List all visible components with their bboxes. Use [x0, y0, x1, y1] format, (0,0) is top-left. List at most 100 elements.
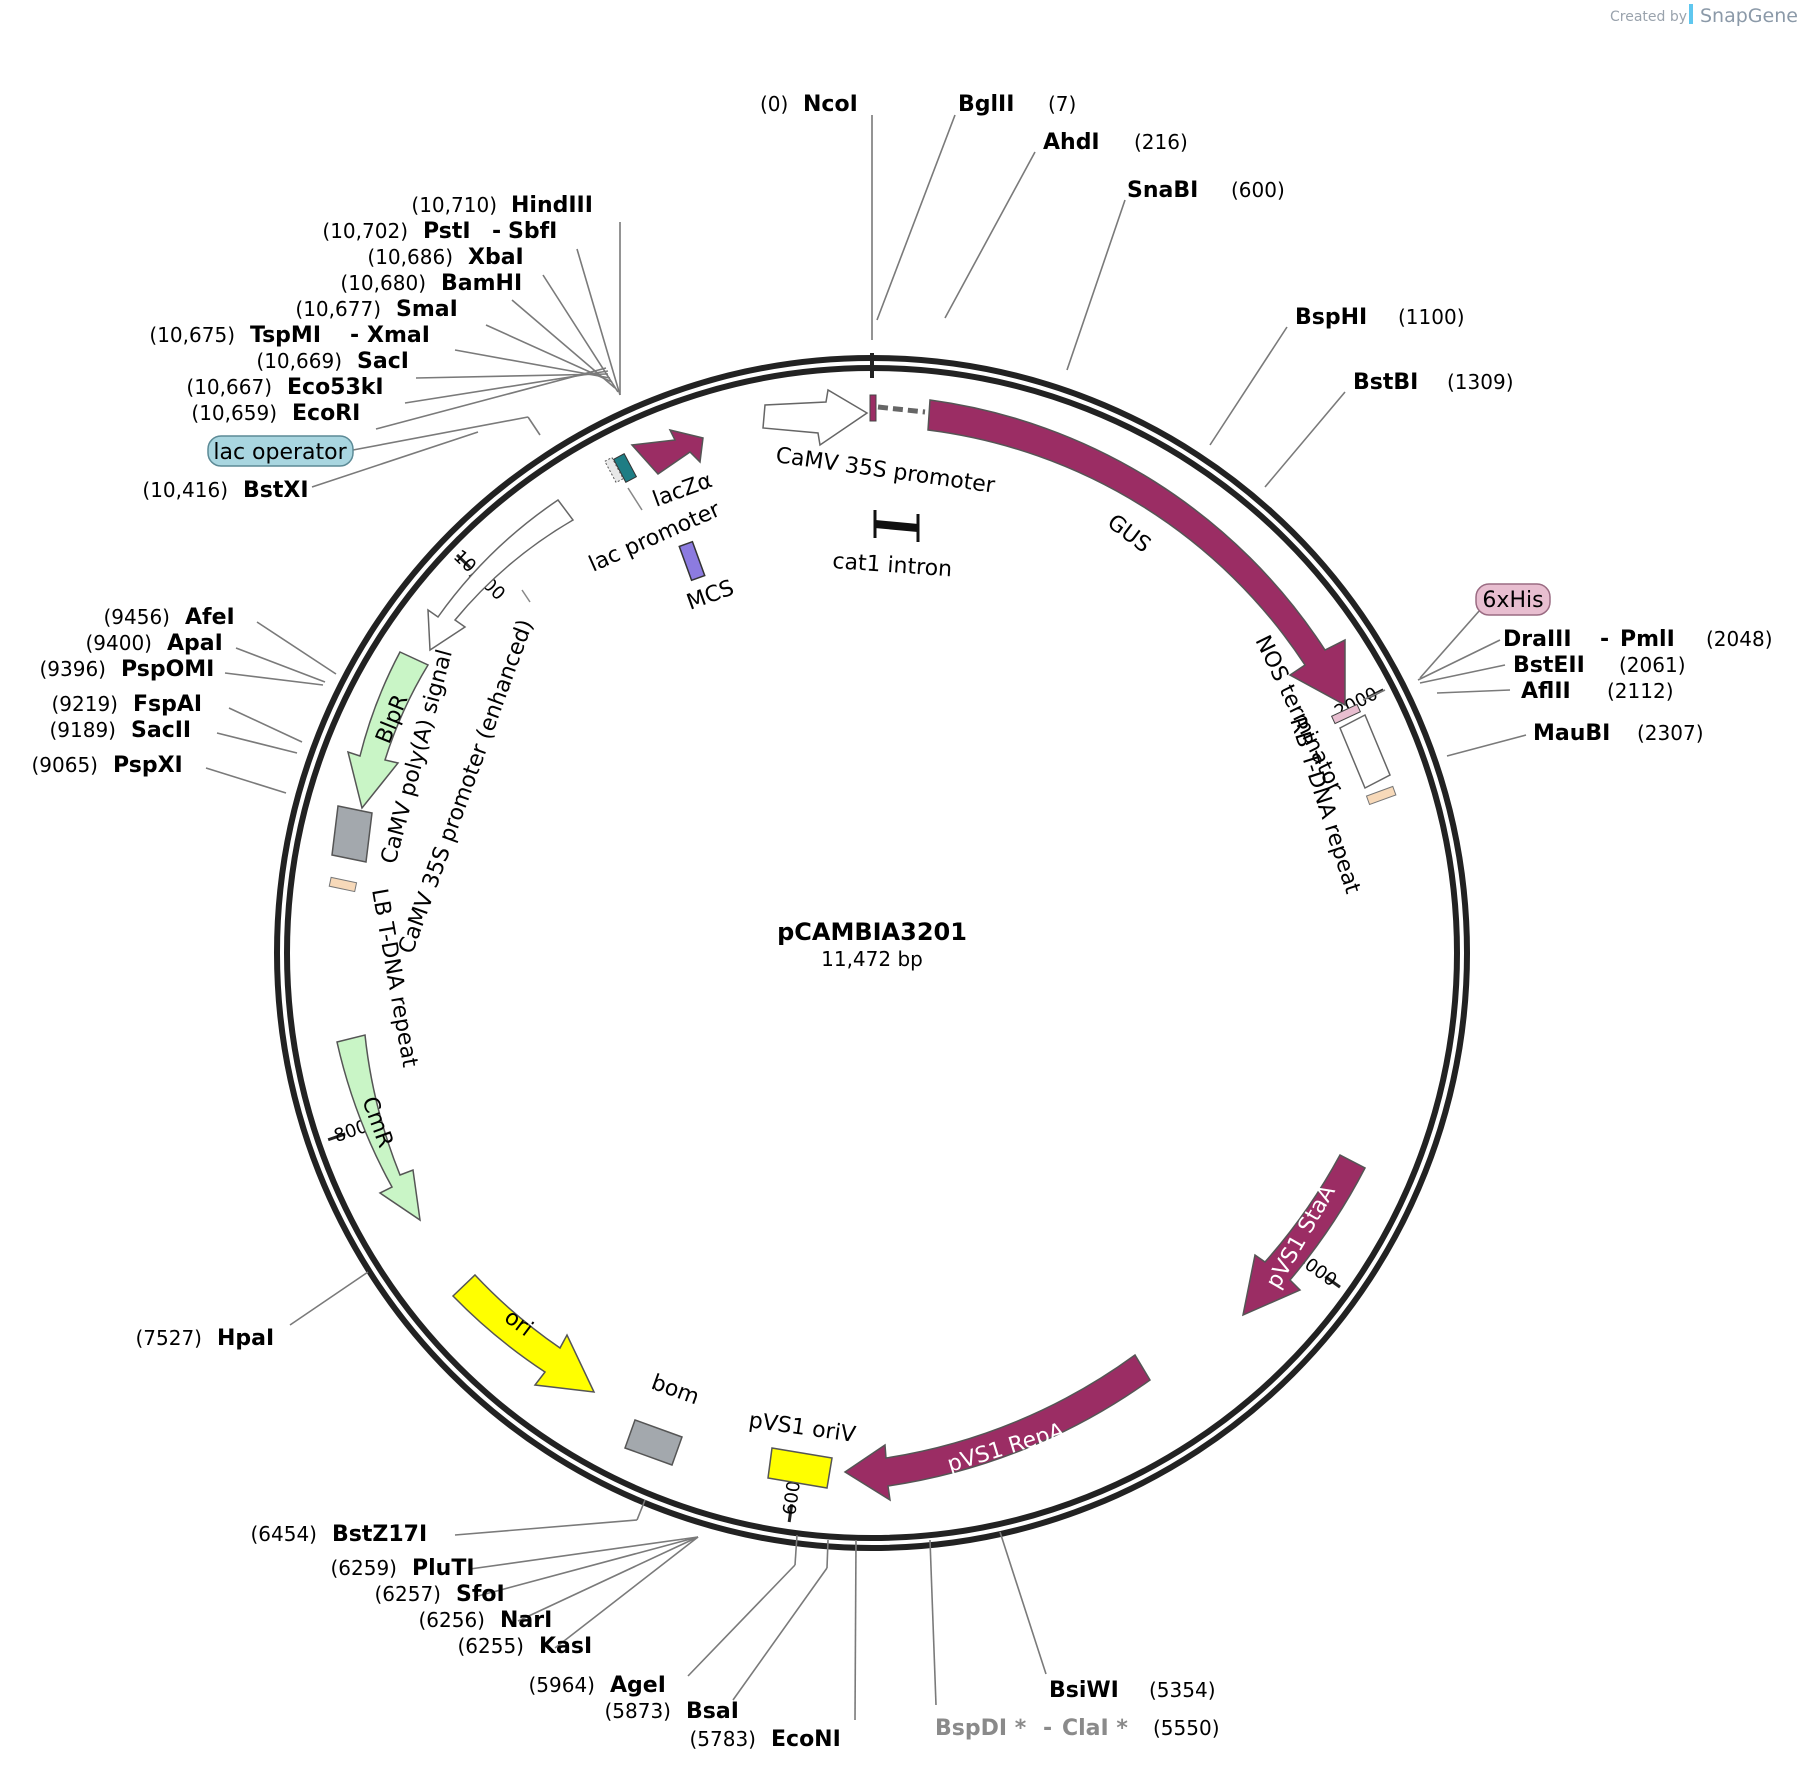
plasmid-size: 11,472 bp	[821, 947, 923, 971]
site-position: (10,659)	[191, 401, 277, 425]
camv35s-promoter-arrow[interactable]	[762, 388, 869, 447]
his-tag-text: 6xHis	[1482, 588, 1543, 613]
svg-text:-: -	[1600, 627, 1609, 652]
restriction-site-label[interactable]: HindIII	[511, 193, 593, 218]
site-position: (5873)	[604, 1699, 671, 1723]
restriction-site-label[interactable]: SacI	[357, 349, 409, 374]
restriction-site-label[interactable]: Eco53kI	[287, 375, 384, 400]
bom-mark[interactable]	[624, 1419, 683, 1466]
right-site-labels: (0) NcoI BglII (7) AhdI (216) SnaBI (600…	[760, 92, 1773, 1741]
site-position: (5550)	[1153, 1716, 1220, 1740]
restriction-site-label[interactable]: BglII	[958, 92, 1014, 117]
cat1-intron[interactable]	[873, 510, 920, 542]
his-tag-label[interactable]: 6xHis	[1475, 583, 1551, 616]
lac-operator-label[interactable]: lac operator	[207, 435, 354, 467]
features: CaMV 35S promoter GUS cat1 intron lacZα …	[328, 388, 1397, 1502]
pvs1-oriv-label: pVS1 oriV	[747, 1408, 857, 1448]
site-position: (2112)	[1607, 679, 1674, 703]
restriction-site-label[interactable]: EcoNI	[771, 1727, 841, 1752]
restriction-site-label[interactable]: SmaI	[396, 297, 458, 322]
camv35s-enhanced-arrow[interactable]	[427, 498, 575, 652]
restriction-site-label[interactable]: ClaI *	[1062, 1716, 1128, 1741]
svg-text:-: -	[350, 323, 359, 348]
pvs1-oriv-mark[interactable]	[767, 1447, 833, 1489]
restriction-site-label[interactable]: BspDI *	[935, 1716, 1027, 1741]
restriction-site-label[interactable]: BstZ17I	[332, 1522, 427, 1547]
restriction-site-label[interactable]: SfoI	[456, 1582, 505, 1607]
restriction-site-label[interactable]: FspAI	[133, 692, 202, 717]
restriction-site-label[interactable]: NarI	[500, 1608, 552, 1633]
leader-lines	[205, 114, 1527, 1721]
site-position: (6454)	[250, 1522, 317, 1546]
nos-terminator-mark[interactable]	[1330, 703, 1362, 725]
restriction-site-label[interactable]: BstEII	[1513, 653, 1585, 678]
lacz-arrow[interactable]	[630, 428, 704, 475]
site-position: (9219)	[51, 692, 118, 716]
scale-tick	[787, 1503, 794, 1523]
restriction-site-label[interactable]: HpaI	[217, 1326, 274, 1351]
site-position: (5783)	[689, 1727, 756, 1751]
site-position: (6255)	[457, 1634, 524, 1658]
site-position: (10,416)	[142, 478, 228, 502]
lb-repeat-mark[interactable]	[328, 876, 358, 893]
rb-region[interactable]	[1339, 713, 1391, 790]
restriction-site-label[interactable]: AgeI	[610, 1673, 666, 1698]
restriction-site-label[interactable]: BsaI	[686, 1699, 739, 1724]
site-position: (9456)	[103, 605, 170, 629]
mcs-mark[interactable]	[678, 540, 706, 582]
restriction-site-label[interactable]: PstI	[423, 219, 471, 244]
restriction-site-label[interactable]: PluTI	[412, 1556, 475, 1581]
pvs1-repa-arrow[interactable]	[843, 1353, 1151, 1502]
restriction-site-label[interactable]: TspMI	[250, 323, 321, 348]
rb-repeat-mark[interactable]	[1365, 785, 1397, 806]
camv-polya-mark[interactable]	[331, 805, 373, 863]
mcs-label: MCS	[684, 576, 738, 616]
restriction-site-label[interactable]: BsiWI	[1049, 1678, 1119, 1703]
restriction-site-label[interactable]: MauBI	[1533, 721, 1610, 746]
site-position: (9400)	[85, 631, 152, 655]
site-position: (10,680)	[340, 271, 426, 295]
camv35s-promoter-label: CaMV 35S promoter	[774, 443, 997, 499]
restriction-site-label[interactable]: BstXI	[243, 478, 309, 503]
lac-promoter-label: lac promoter	[585, 497, 725, 577]
restriction-site-label[interactable]: AhdI	[1043, 130, 1100, 155]
cat1-intron-label: cat1 intron	[832, 549, 953, 582]
restriction-site-label[interactable]: DraIII	[1503, 627, 1572, 652]
restriction-site-label[interactable]: BspHI	[1295, 305, 1367, 330]
restriction-site-label[interactable]: NcoI	[803, 92, 858, 117]
restriction-site-label[interactable]: PspXI	[113, 753, 183, 778]
restriction-site-label[interactable]: KasI	[539, 1634, 592, 1659]
site-position: (6259)	[330, 1556, 397, 1580]
site-position: (600)	[1231, 178, 1285, 202]
restriction-site-label[interactable]: BamHI	[441, 271, 522, 296]
lac-operator-mark	[612, 453, 638, 483]
site-position: (10,667)	[186, 375, 272, 399]
gus-arrow[interactable]	[927, 399, 1346, 707]
restriction-site-label[interactable]: SbfI	[508, 219, 557, 244]
blpr-arrow[interactable]	[346, 651, 430, 810]
site-position: (10,686)	[367, 245, 453, 269]
ori-arrow[interactable]	[451, 1273, 596, 1393]
pvs1-staa-arrow[interactable]	[1241, 1153, 1367, 1317]
restriction-site-label[interactable]: XmaI	[367, 323, 430, 348]
restriction-site-label[interactable]: EcoRI	[292, 401, 360, 426]
restriction-site-label[interactable]: ApaI	[167, 631, 223, 656]
restriction-site-label[interactable]: SacII	[131, 718, 191, 743]
lac-operator-text: lac operator	[213, 440, 347, 465]
restriction-site-label[interactable]: PspOMI	[121, 657, 214, 682]
site-position: (7)	[1048, 92, 1076, 116]
restriction-site-label[interactable]: AfeI	[185, 605, 235, 630]
site-position: (10,675)	[149, 323, 235, 347]
restriction-site-label[interactable]: BstBI	[1353, 370, 1418, 395]
credit-brand: SnapGene	[1700, 5, 1798, 27]
cmr-arrow[interactable]	[336, 1034, 421, 1222]
site-position: (0)	[760, 92, 788, 116]
restriction-site-label[interactable]: SnaBI	[1127, 178, 1198, 203]
snapgene-logo-icon	[1689, 4, 1693, 24]
restriction-site-label[interactable]: AflII	[1521, 679, 1571, 704]
restriction-site-label[interactable]: XbaI	[468, 245, 524, 270]
restriction-site-label[interactable]: PmlI	[1620, 627, 1675, 652]
site-position: (216)	[1134, 130, 1188, 154]
svg-text:-: -	[1043, 1716, 1052, 1741]
